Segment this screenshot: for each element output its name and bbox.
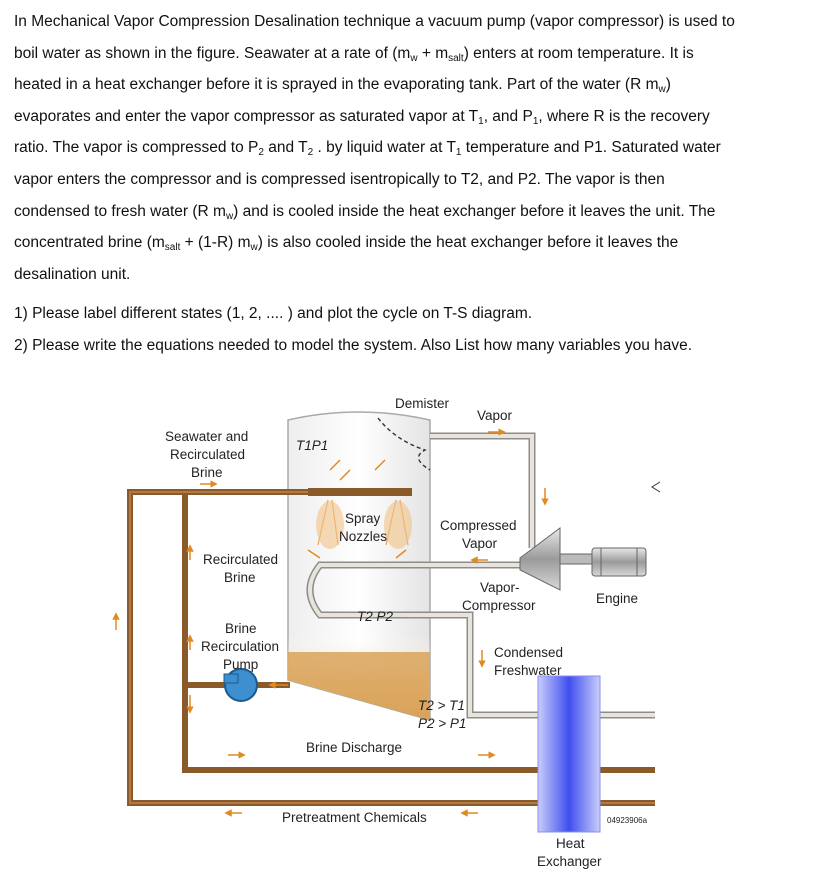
label-p2-gt-p1: P2 > P1 xyxy=(418,716,466,731)
label-brine-recirc-3: Pump xyxy=(223,657,258,672)
paragraph-text: boil water as shown in the figure. Seawa… xyxy=(14,44,411,62)
label-seawater-3: Brine xyxy=(191,465,223,480)
label-t1p1: T1P1 xyxy=(296,438,328,453)
paragraph-line: boil water as shown in the figure. Seawa… xyxy=(14,38,809,70)
label-pretreatment: Pretreatment Chemicals xyxy=(282,810,427,825)
flow-arrows xyxy=(112,428,549,817)
subscript: w xyxy=(410,52,418,64)
engine xyxy=(591,547,647,577)
subscript: 2 xyxy=(307,147,314,159)
paragraph-line: desalination unit. xyxy=(14,259,809,291)
subscript: w xyxy=(250,242,258,254)
problem-text: In Mechanical Vapor Compression Desalina… xyxy=(14,6,809,362)
paragraph-text: ) and is cooled inside the heat exchange… xyxy=(233,202,716,220)
paragraph-text: ratio. The vapor is compressed to P xyxy=(14,139,259,157)
question-1: 1) Please label different states (1, 2, … xyxy=(14,305,533,323)
label-t2-gt-t1: T2 > T1 xyxy=(418,698,465,713)
label-brine-discharge: Brine Discharge xyxy=(306,740,402,755)
label-heat-2: Exchanger xyxy=(537,854,602,869)
subscript: w xyxy=(658,84,666,96)
label-spray-1: Spray xyxy=(345,511,381,526)
subscript: salt xyxy=(164,242,181,254)
mvc-desalination-diagram: Demister Vapor Seawater and Recirculated… xyxy=(112,396,661,869)
problem-paragraph: In Mechanical Vapor Compression Desalina… xyxy=(14,6,809,298)
paragraph-text: temperature and P1. Saturated water xyxy=(461,139,721,157)
label-heat-1: Heat xyxy=(556,836,585,851)
subscript: w xyxy=(225,210,234,222)
view-chevron-icon xyxy=(651,481,661,493)
label-brine-recirc-2: Recirculation xyxy=(201,639,279,654)
demister-mesh xyxy=(377,417,431,471)
paragraph-line: heated in a heat exchanger before it is … xyxy=(14,69,809,101)
paragraph-text: , and P xyxy=(483,107,533,125)
paragraph-text: , where R is the recovery xyxy=(538,107,710,125)
label-seawater-1: Seawater and xyxy=(165,429,248,444)
subscript: 1 xyxy=(455,147,462,159)
label-engine: Engine xyxy=(596,591,638,606)
label-brine-recirc-1: Brine xyxy=(225,621,257,636)
question-2: 2) Please write the equations needed to … xyxy=(14,336,693,354)
paragraph-text: In Mechanical Vapor Compression Desalina… xyxy=(14,13,735,30)
heat-exchanger xyxy=(537,675,601,833)
label-figure-code: 04923906a xyxy=(607,816,648,825)
subscript: 1 xyxy=(532,115,539,127)
paragraph-text: condensed to fresh water (R m xyxy=(14,202,226,220)
label-vapor-comp-2: Compressor xyxy=(462,598,536,613)
vapor-compressor xyxy=(519,527,593,591)
paragraph-text: concentrated brine (m xyxy=(14,234,165,252)
paragraph-text: desalination unit. xyxy=(14,265,131,283)
brine-recirculation-pump xyxy=(223,668,258,702)
label-vapor-comp-1: Vapor- xyxy=(480,580,520,595)
paragraph-line: In Mechanical Vapor Compression Desalina… xyxy=(14,6,809,38)
paragraph-text: + m xyxy=(417,44,449,62)
label-recirc-brine-1: Recirculated xyxy=(203,552,278,567)
subscript: 1 xyxy=(478,115,484,127)
paragraph-line: evaporates and enter the vapor compresso… xyxy=(14,101,809,133)
paragraph-text: ) xyxy=(665,76,671,94)
label-recirc-brine-2: Brine xyxy=(224,570,256,585)
paragraph-text: ) enters at room temperature. It is xyxy=(463,44,694,62)
label-condensed-1: Condensed xyxy=(494,645,563,660)
paragraph-text: heated in a heat exchanger before it is … xyxy=(14,76,659,94)
label-seawater-2: Recirculated xyxy=(170,447,245,462)
paragraph-line: condensed to fresh water (R mw) and is c… xyxy=(14,196,809,228)
paragraph-gap xyxy=(14,290,809,298)
label-compressed-2: Vapor xyxy=(462,536,498,551)
paragraph-text: vapor enters the compressor and is compr… xyxy=(14,170,665,188)
label-condensed-2: Freshwater xyxy=(494,663,562,678)
paragraph-text: evaporates and enter the vapor compresso… xyxy=(14,107,479,125)
label-compressed-1: Compressed xyxy=(440,518,517,533)
paragraph-text: + (1-R) m xyxy=(180,234,251,252)
spray-nozzles xyxy=(308,488,412,549)
paragraph-line: concentrated brine (msalt + (1-R) mw) is… xyxy=(14,227,809,259)
subscript: 2 xyxy=(258,147,264,159)
label-demister: Demister xyxy=(395,396,450,411)
paragraph-text: . by liquid water at T xyxy=(313,139,456,157)
paragraph-text: and T xyxy=(263,139,308,157)
label-spray-2: Nozzles xyxy=(339,529,387,544)
label-vapor: Vapor xyxy=(477,408,513,423)
paragraph-line: ratio. The vapor is compressed to P2 and… xyxy=(14,132,809,164)
paragraph-line: vapor enters the compressor and is compr… xyxy=(14,164,809,196)
subscript: salt xyxy=(448,52,464,64)
paragraph-text: ) is also cooled inside the heat exchang… xyxy=(257,234,679,252)
label-t2p2: T2 P2 xyxy=(357,609,394,624)
